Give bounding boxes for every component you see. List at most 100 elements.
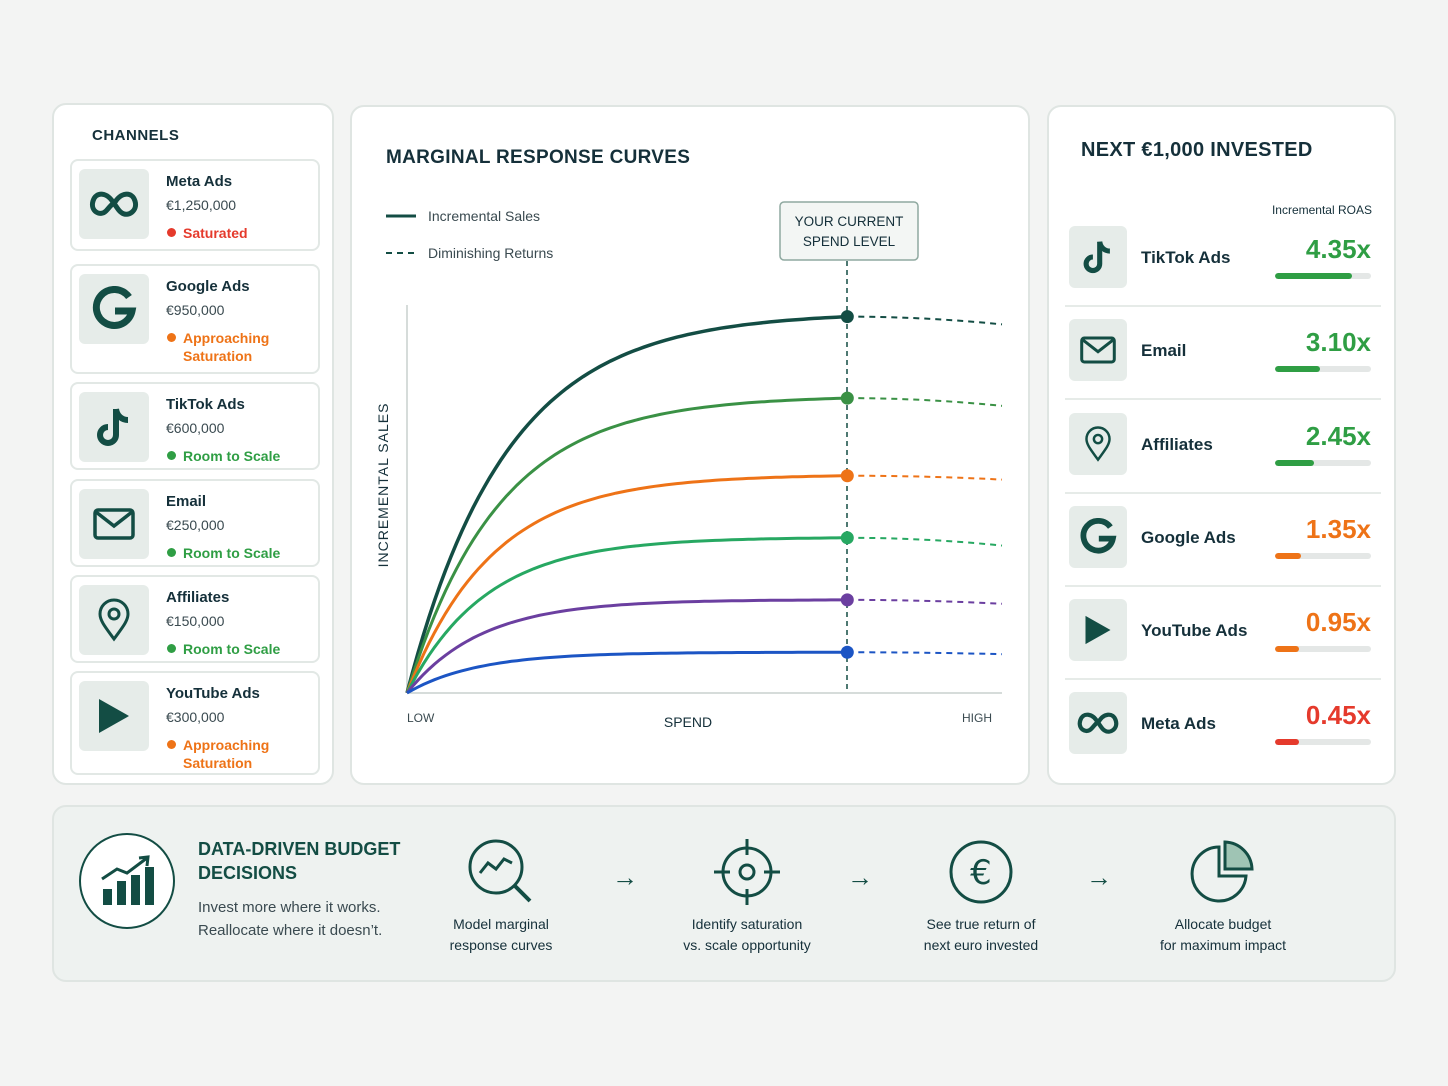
step-label: See true return of next euro invested bbox=[923, 916, 1039, 953]
google-g-icon bbox=[1069, 506, 1127, 568]
roas-row-google[interactable]: Google Ads 1.35x bbox=[1065, 494, 1381, 587]
curve-solid-1 bbox=[405, 314, 848, 694]
step-return: € See true return of next euro invested bbox=[881, 837, 1081, 956]
status-badge: Room to Scale bbox=[166, 640, 316, 658]
magnifier-chart-icon bbox=[466, 837, 536, 907]
curve-dashed-6 bbox=[847, 651, 1003, 656]
current-spend-marker-4 bbox=[840, 531, 854, 545]
meta-infinity-icon bbox=[1069, 692, 1127, 754]
step-label: Identify saturation vs. scale opportunit… bbox=[683, 916, 811, 953]
chart-title: MARGINAL RESPONSE CURVES bbox=[386, 147, 691, 168]
current-spend-marker-1 bbox=[840, 310, 854, 324]
roas-bar-fill bbox=[1275, 273, 1352, 279]
roas-panel: NEXT €1,000 INVESTED Incremental ROAS Ti… bbox=[1047, 105, 1396, 785]
current-spend-marker-3 bbox=[840, 469, 854, 483]
channel-name: TikTok Ads bbox=[166, 396, 245, 413]
curve-solid-5 bbox=[405, 598, 848, 694]
channel-spend: €600,000 bbox=[166, 420, 225, 436]
curve-dashed-2 bbox=[847, 397, 1003, 407]
channel-spend: €250,000 bbox=[166, 517, 225, 533]
status-badge: Approaching Saturation bbox=[166, 329, 316, 365]
status-badge: Approaching Saturation bbox=[166, 736, 316, 772]
banner-subtitle: Invest more where it works. Reallocate w… bbox=[198, 899, 383, 939]
roas-channel-name: Affiliates bbox=[1141, 435, 1213, 454]
channel-card-youtube[interactable]: YouTube Ads €300,000 Approaching Saturat… bbox=[70, 671, 320, 775]
channel-spend: €300,000 bbox=[166, 709, 225, 725]
location-pin-icon bbox=[1069, 413, 1127, 475]
roas-channel-name: Meta Ads bbox=[1141, 714, 1216, 733]
channel-card-meta[interactable]: Meta Ads €1,250,000 Saturated bbox=[70, 159, 320, 251]
envelope-icon bbox=[1069, 319, 1127, 381]
roas-bar-track bbox=[1275, 739, 1371, 745]
response-curves-chart: Incremental Sales Diminishing Returns YO… bbox=[375, 201, 1003, 730]
x-tick-high: HIGH bbox=[962, 711, 992, 725]
callout-line-2: SPEND LEVEL bbox=[803, 234, 896, 249]
roas-value: 4.35x bbox=[1305, 234, 1371, 264]
channel-spend: €950,000 bbox=[166, 302, 225, 318]
roas-channel-name: Email bbox=[1141, 341, 1187, 360]
arrow-right-icon: → bbox=[1086, 862, 1112, 892]
step-label: Allocate budget for maximum impact bbox=[1159, 916, 1287, 953]
roas-channel-name: YouTube Ads bbox=[1141, 621, 1248, 640]
x-tick-low: LOW bbox=[407, 711, 435, 725]
callout-line-1: YOUR CURRENT bbox=[795, 214, 904, 229]
chart-panel: MARGINAL RESPONSE CURVES Incremental Sal… bbox=[350, 105, 1030, 785]
pie-chart-icon bbox=[1188, 837, 1258, 907]
channel-card-google[interactable]: Google Ads €950,000 Approaching Saturati… bbox=[70, 264, 320, 374]
channel-name: Google Ads bbox=[166, 278, 250, 295]
curve-solid-2 bbox=[405, 396, 848, 694]
curve-series-group bbox=[405, 310, 1003, 695]
google-g-icon bbox=[79, 274, 149, 344]
meta-infinity-icon bbox=[79, 169, 149, 239]
current-spend-marker-5 bbox=[840, 593, 854, 607]
curve-solid-6 bbox=[406, 650, 848, 695]
roas-row-affiliates[interactable]: Affiliates 2.45x bbox=[1065, 401, 1381, 494]
channel-spend: €150,000 bbox=[166, 613, 225, 629]
roas-bar-fill bbox=[1275, 739, 1299, 745]
banner-title: DATA-DRIVEN BUDGET DECISIONS bbox=[198, 839, 401, 883]
current-spend-marker-2 bbox=[840, 391, 854, 405]
channel-name: Affiliates bbox=[166, 589, 230, 606]
channel-card-email[interactable]: Email €250,000 Room to Scale bbox=[70, 479, 320, 567]
step-allocate: Allocate budget for maximum impact bbox=[1123, 837, 1323, 956]
roas-row-email[interactable]: Email 3.10x bbox=[1065, 307, 1381, 400]
x-axis-label: SPEND bbox=[664, 714, 712, 730]
y-axis-label: INCREMENTAL SALES bbox=[375, 403, 391, 568]
summary-banner: DATA-DRIVEN BUDGET DECISIONS Invest more… bbox=[52, 805, 1396, 982]
arrow-right-icon: → bbox=[847, 862, 873, 892]
roas-bar-track bbox=[1275, 366, 1371, 372]
step-label: Model marginal response curves bbox=[449, 916, 553, 953]
curve-dashed-4 bbox=[847, 536, 1003, 547]
current-spend-callout bbox=[779, 201, 919, 261]
curve-dashed-5 bbox=[847, 598, 1003, 605]
current-spend-marker-6 bbox=[840, 645, 854, 659]
curve-dashed-1 bbox=[847, 315, 1003, 326]
channel-name: Meta Ads bbox=[166, 173, 233, 190]
crosshair-icon bbox=[712, 837, 782, 907]
tiktok-note-icon bbox=[1069, 226, 1127, 288]
roas-column-label: Incremental ROAS bbox=[1271, 203, 1372, 217]
roas-bar-fill bbox=[1275, 553, 1301, 559]
euro-coin-icon: € bbox=[946, 837, 1016, 907]
curve-solid-3 bbox=[405, 474, 848, 694]
channel-card-affiliates[interactable]: Affiliates €150,000 Room to Scale bbox=[70, 575, 320, 663]
roas-bar-track bbox=[1275, 553, 1371, 559]
channels-panel: CHANNELS Meta Ads €1,250,000 Saturated G… bbox=[52, 103, 334, 785]
svg-text:€: € bbox=[970, 853, 992, 893]
roas-value: 0.95x bbox=[1305, 607, 1371, 637]
roas-row-youtube[interactable]: YouTube Ads 0.95x bbox=[1065, 587, 1381, 680]
channel-card-tiktok[interactable]: TikTok Ads €600,000 Room to Scale bbox=[70, 382, 320, 470]
roas-row-tiktok[interactable]: TikTok Ads 4.35x bbox=[1065, 214, 1381, 307]
channel-name: YouTube Ads bbox=[166, 685, 260, 702]
roas-bar-track bbox=[1275, 460, 1371, 466]
tiktok-note-icon bbox=[79, 392, 149, 462]
envelope-icon bbox=[79, 489, 149, 559]
roas-bar-fill bbox=[1275, 366, 1321, 372]
legend-dashed-label: Diminishing Returns bbox=[428, 245, 553, 261]
roas-bar-fill bbox=[1275, 646, 1299, 652]
curve-solid-4 bbox=[405, 536, 848, 694]
channels-title: CHANNELS bbox=[92, 127, 180, 144]
status-badge: Room to Scale bbox=[166, 544, 316, 562]
roas-row-meta[interactable]: Meta Ads 0.45x bbox=[1065, 680, 1381, 773]
roas-bar-fill bbox=[1275, 460, 1315, 466]
